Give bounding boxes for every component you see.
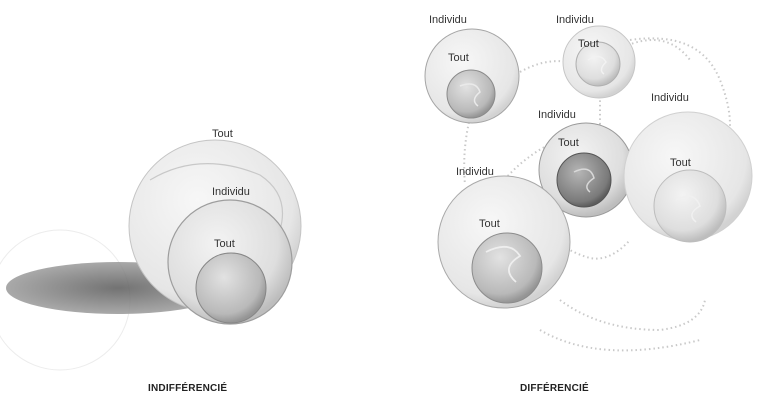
sphere-group-2 [563, 26, 635, 98]
label-sphere5-individu: Individu [456, 166, 494, 178]
label-sphere1-individu: Individu [429, 14, 467, 26]
sphere-group-5 [438, 176, 570, 308]
label-left-individu: Individu [212, 186, 250, 198]
label-sphere4-individu: Individu [651, 92, 689, 104]
caption-differencie: DIFFÉRENCIÉ [520, 383, 589, 394]
left-panel-graphics [0, 140, 301, 370]
label-left-outer-tout: Tout [212, 128, 233, 140]
inner-sphere-tout [196, 253, 266, 323]
label-left-inner-tout: Tout [214, 238, 235, 250]
sphere-group-4 [624, 112, 752, 242]
label-sphere2-individu: Individu [556, 14, 594, 26]
caption-indifferencie: INDIFFÉRENCIÉ [148, 383, 227, 394]
label-sphere3-tout: Tout [558, 137, 579, 149]
sphere-group-1 [425, 29, 519, 123]
label-sphere4-tout: Tout [670, 157, 691, 169]
label-sphere5-tout: Tout [479, 218, 500, 230]
label-sphere1-tout: Tout [448, 52, 469, 64]
label-sphere3-individu: Individu [538, 109, 576, 121]
label-sphere2-tout: Tout [578, 38, 599, 50]
